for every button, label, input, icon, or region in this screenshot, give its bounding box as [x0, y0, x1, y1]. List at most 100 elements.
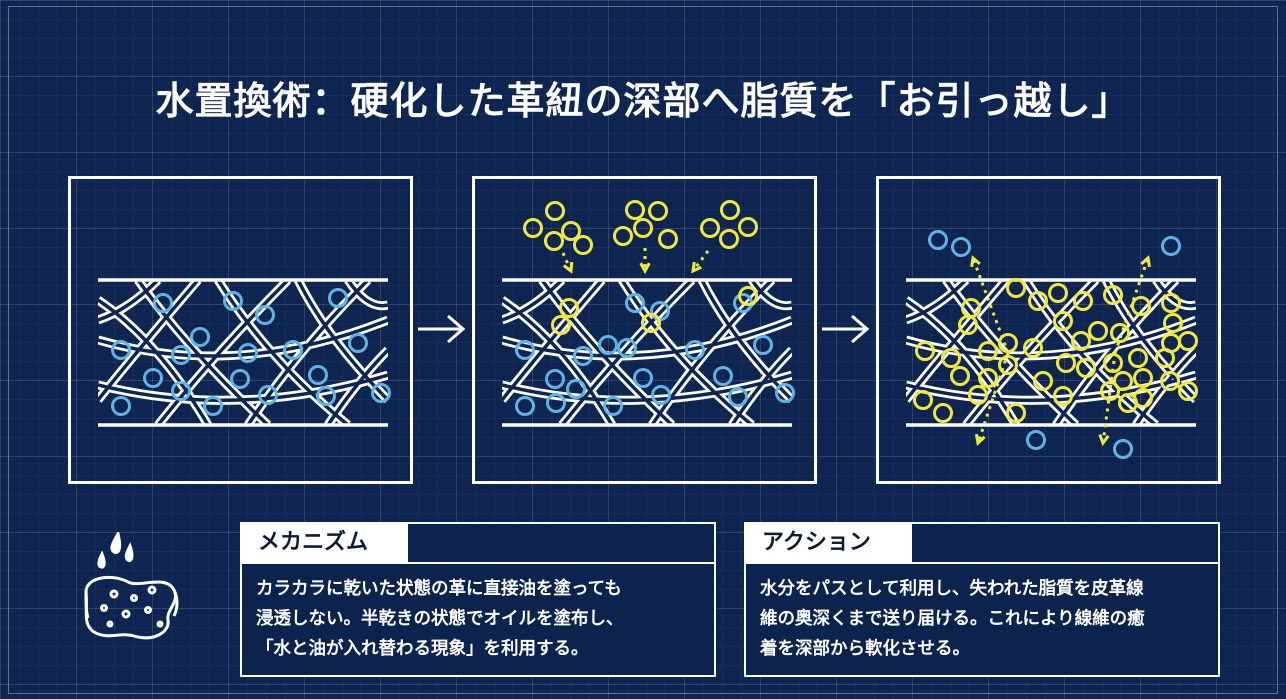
- oil-molecule: [720, 200, 740, 220]
- text-line: 「水と油が入れ替わる現象」を利用する。: [256, 639, 589, 659]
- oil-molecule: [1100, 381, 1120, 401]
- water-molecule: [951, 237, 971, 257]
- oil-molecule: [1048, 283, 1068, 303]
- water-molecule: [515, 340, 535, 360]
- divider: [242, 562, 714, 564]
- oil-molecule: [1033, 371, 1053, 391]
- water-molecule: [1026, 430, 1046, 450]
- wet-sponge-icon: [84, 532, 179, 640]
- water-molecule: [1161, 236, 1181, 256]
- action-header: アクション: [746, 524, 912, 562]
- oil-molecule: [625, 200, 645, 220]
- oil-molecule: [1161, 293, 1181, 313]
- oil-molecule: [523, 218, 543, 238]
- oil-molecule: [1006, 278, 1026, 298]
- water-molecule: [255, 305, 275, 325]
- oil-molecule: [648, 201, 668, 221]
- water-molecule: [728, 387, 748, 407]
- arrowhead-icon: [1140, 255, 1151, 268]
- oil-molecule: [719, 229, 739, 249]
- water-molecule: [1113, 439, 1133, 459]
- water-molecule: [111, 340, 131, 360]
- oil-molecule: [941, 348, 961, 368]
- arrowhead-icon: [562, 261, 574, 274]
- water-molecule: [685, 340, 705, 360]
- water-molecule: [617, 338, 637, 358]
- panel-water-oil-exchange: [876, 176, 1221, 484]
- water-molecule: [753, 335, 773, 355]
- water-molecule: [603, 396, 623, 416]
- oil-molecule: [1023, 338, 1043, 358]
- water-molecule: [111, 396, 131, 416]
- mechanism-text: カラカラに乾いた状態の革に直接油を塗っても 浸透しない。半乾きの状態でオイルを塗…: [256, 574, 704, 664]
- leather-fibers: [906, 280, 1196, 425]
- arrow-right-icon: [418, 314, 466, 344]
- oil-molecule: [544, 231, 564, 251]
- divider: [746, 562, 1218, 564]
- oil-molecule: [551, 315, 571, 335]
- water-molecule: [223, 291, 243, 311]
- oil-molecule: [1053, 386, 1073, 406]
- water-molecule: [598, 335, 618, 355]
- water-molecule: [545, 369, 565, 389]
- oil-molecule: [738, 286, 758, 306]
- water-molecule: [371, 383, 391, 403]
- oil-molecule: [641, 313, 661, 333]
- text-line: 維の奥深くまで送り届ける。これにより線維の癒: [760, 609, 1145, 629]
- panel-oil-applied: [472, 176, 817, 484]
- water-molecule: [171, 345, 191, 365]
- water-molecule: [316, 386, 336, 406]
- arrowhead-icon: [639, 262, 651, 275]
- arrow-right-icon: [822, 314, 870, 344]
- oil-molecule: [738, 217, 758, 237]
- arrowhead-icon: [1098, 434, 1110, 447]
- oil-molecule: [998, 355, 1018, 375]
- arrowhead-icon: [691, 261, 702, 274]
- oil-molecule: [1178, 331, 1198, 351]
- water-molecule: [928, 230, 948, 250]
- water-molecule: [713, 366, 733, 386]
- text-line: 浸透しない。半乾きの状態でオイルを塗布し、: [256, 609, 624, 629]
- water-molecule: [573, 346, 593, 366]
- oil-molecule: [915, 341, 935, 361]
- arrowhead-icon: [970, 255, 981, 268]
- oil-molecule: [1088, 321, 1108, 341]
- oil-molecule: [613, 226, 633, 246]
- water-molecule: [283, 340, 303, 360]
- oil-molecule: [913, 390, 933, 410]
- oil-molecule: [545, 201, 565, 221]
- water-molecule: [258, 385, 278, 405]
- slide-title: 水置換術：硬化した革紐の深部へ脂質を「お引っ越し」: [155, 79, 1131, 123]
- action-box: アクション 水分をパスとして利用し、失われた脂質を皮革線 維の奥深くまで送り届け…: [744, 522, 1220, 677]
- water-molecule: [633, 368, 653, 388]
- flow-arrow: [561, 252, 573, 272]
- oil-molecule: [1133, 368, 1153, 388]
- oil-molecule: [1028, 291, 1048, 311]
- water-molecule: [190, 327, 210, 347]
- water-molecule: [153, 293, 173, 313]
- oil-molecule: [1006, 403, 1026, 423]
- mechanism-header: メカニズム: [242, 524, 408, 562]
- slide-frame: [8, 6, 1278, 694]
- water-molecule: [775, 383, 795, 403]
- flow-arrow: [1113, 257, 1150, 354]
- water-molecule: [566, 379, 586, 399]
- oil-molecule: [978, 341, 998, 361]
- oil-molecule: [1178, 381, 1198, 401]
- text-line: 着を深部から軟化させる。: [760, 639, 970, 659]
- oil-molecule: [1053, 311, 1073, 331]
- leather-fibers: [502, 280, 792, 425]
- mechanism-box: メカニズム カラカラに乾いた状態の革に直接油を塗っても 浸透しない。半乾きの状態…: [240, 522, 716, 677]
- arrowhead-icon: [974, 433, 986, 446]
- water-molecule: [651, 385, 671, 405]
- oil-molecule: [573, 235, 593, 255]
- water-molecule: [171, 381, 191, 401]
- oil-molecule: [950, 366, 970, 386]
- oil-molecule: [658, 229, 678, 249]
- oil-molecule: [559, 298, 579, 318]
- oil-molecule: [933, 403, 953, 423]
- water-molecule: [230, 369, 250, 389]
- oil-molecule: [978, 368, 998, 388]
- oil-molecule: [1155, 348, 1175, 368]
- oil-molecule: [1160, 371, 1180, 391]
